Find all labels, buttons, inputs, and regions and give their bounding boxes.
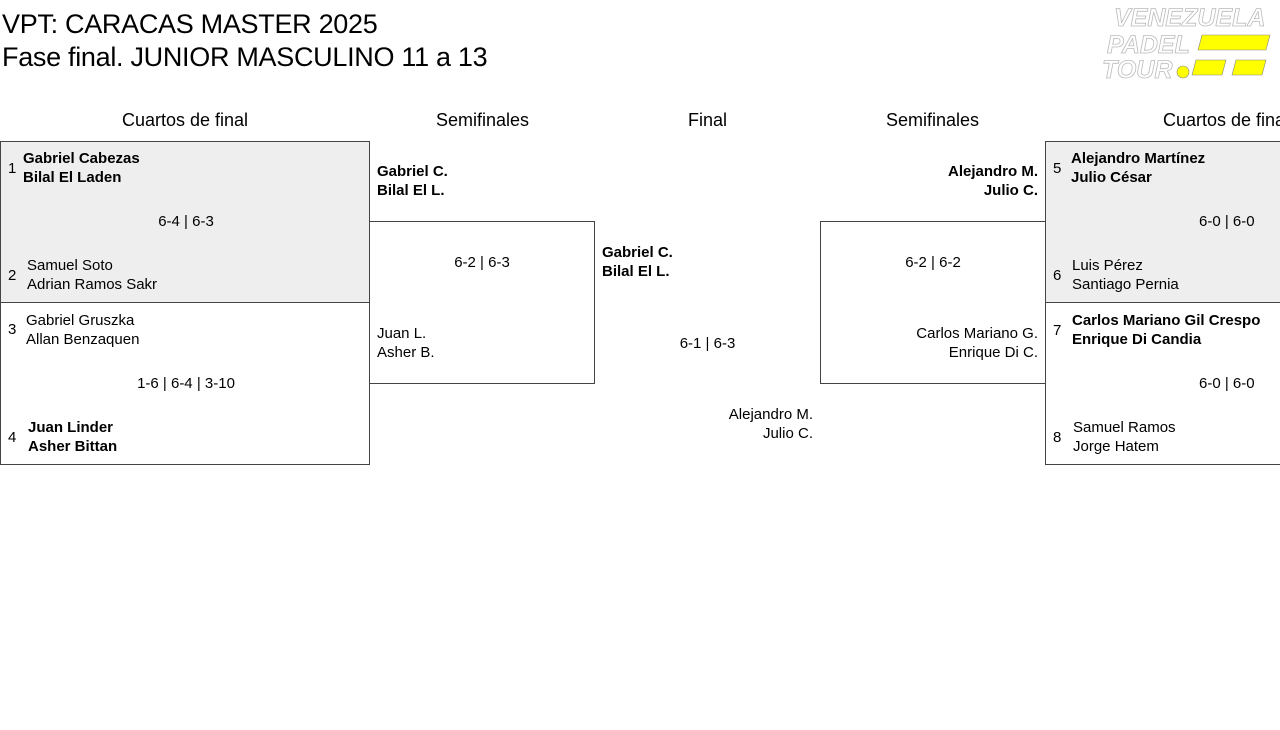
player-name: Samuel Soto (27, 257, 113, 274)
seed-number: 8 (1053, 429, 1062, 446)
player-name: Luis Pérez (1072, 257, 1143, 274)
svg-text:VENEZUELA: VENEZUELA (1114, 4, 1265, 32)
qf-left-match-2: 3 Gabriel Gruszka Allan Benzaquen 1-6 | … (0, 302, 370, 465)
team: Samuel Ramos Jorge Hatem (1073, 418, 1176, 456)
player-name: Alejandro M. (728, 406, 813, 423)
team-winner: Gabriel Cabezas Bilal El Laden (23, 149, 140, 187)
seed-number: 3 (8, 321, 17, 338)
match-score: 1-6 | 6-4 | 3-10 (137, 375, 235, 392)
column-header-final: Final (687, 110, 727, 130)
player-name: Adrian Ramos Sakr (27, 276, 158, 293)
team: Gabriel Gruszka Allan Benzaquen (26, 311, 139, 349)
team: Luis Pérez Santiago Pernia (1072, 256, 1179, 294)
player-name: Asher B. (377, 344, 435, 361)
venezuela-padel-tour-logo: VENEZUELA PADEL TOUR (1102, 4, 1271, 82)
qf-right-match-2: 7 Carlos Mariano Gil Crespo Enrique Di C… (1045, 302, 1280, 465)
final-team-winner: Gabriel C. Bilal El L. (602, 243, 673, 281)
match-score: 6-2 | 6-2 (905, 254, 961, 271)
seed-number: 4 (8, 429, 17, 446)
player-name: Alejandro Martínez (1071, 150, 1206, 167)
column-header-quarterfinals-left: Cuartos de final (121, 110, 249, 130)
player-name: Carlos Mariano Gil Crespo (1072, 312, 1261, 329)
player-name: Gabriel C. (602, 244, 673, 261)
final-match-score: 6-1 | 6-3 (679, 335, 736, 352)
page-subtitle: Fase final. JUNIOR MASCULINO 11 a 13 (2, 42, 488, 72)
player-name: Alejandro M. (947, 163, 1038, 180)
player-name: Carlos Mariano G. (916, 325, 1038, 342)
player-name: Julio C. (983, 182, 1038, 199)
seed-number: 1 (8, 160, 17, 177)
team-winner: Juan Linder Asher Bittan (28, 418, 117, 456)
seed-number: 6 (1053, 267, 1062, 284)
team: Juan L. Asher B. (377, 324, 435, 362)
seed-number: 7 (1053, 322, 1062, 339)
column-header-quarterfinals-right: Cuartos de final (1163, 110, 1280, 130)
column-header-semifinals-left: Semifinales (435, 110, 530, 130)
team: Carlos Mariano G. Enrique Di C. (821, 324, 1038, 362)
player-name: Asher Bittan (28, 438, 118, 455)
page-title: VPT: CARACAS MASTER 2025 (2, 9, 378, 39)
player-name: Gabriel Gruszka (26, 312, 135, 329)
player-name: Enrique Di Candia (1072, 331, 1202, 348)
sf-right-team-winner: Alejandro M. Julio C. (820, 162, 1038, 200)
match-score: 6-4 | 6-3 (158, 213, 214, 230)
player-name: Bilal El Laden (23, 169, 122, 186)
team-winner: Alejandro Martínez Julio César (1071, 149, 1205, 187)
sf-right-match: 6-2 | 6-2 Carlos Mariano G. Enrique Di C… (820, 221, 1046, 384)
match-score: 6-0 | 6-0 (1199, 213, 1255, 230)
player-name: Julio César (1071, 169, 1152, 186)
svg-text:TOUR: TOUR (1102, 56, 1172, 82)
qf-right-match-1: 5 Alejandro Martínez Julio César 6-0 | 6… (1045, 141, 1280, 303)
player-name: Julio C. (762, 425, 813, 442)
player-name: Enrique Di C. (948, 344, 1038, 361)
column-header-semifinals-right: Semifinales (885, 110, 980, 130)
sf-left-match: 6-2 | 6-3 Juan L. Asher B. (369, 221, 595, 384)
final-team: Alejandro M. Julio C. (595, 405, 813, 443)
match-score: 6-0 | 6-0 (1199, 375, 1255, 392)
player-name: Jorge Hatem (1073, 438, 1159, 455)
player-name: Gabriel C. (377, 163, 448, 180)
team-winner: Carlos Mariano Gil Crespo Enrique Di Can… (1072, 311, 1260, 349)
player-name: Bilal El L. (377, 182, 445, 199)
qf-left-match-1: 1 Gabriel Cabezas Bilal El Laden 6-4 | 6… (0, 141, 370, 303)
player-name: Bilal El L. (602, 263, 670, 280)
svg-text:PADEL: PADEL (1107, 31, 1190, 59)
seed-number: 2 (8, 267, 17, 284)
logo-accent-shapes (1176, 34, 1271, 79)
player-name: Juan L. (377, 325, 427, 342)
sf-left-team-winner: Gabriel C. Bilal El L. (377, 162, 448, 200)
team: Samuel Soto Adrian Ramos Sakr (27, 256, 157, 294)
player-name: Santiago Pernia (1072, 276, 1179, 293)
player-name: Gabriel Cabezas (23, 150, 140, 167)
player-name: Samuel Ramos (1073, 419, 1176, 436)
player-name: Juan Linder (28, 419, 114, 436)
match-score: 6-2 | 6-3 (454, 254, 510, 271)
player-name: Allan Benzaquen (26, 331, 140, 348)
seed-number: 5 (1053, 160, 1062, 177)
